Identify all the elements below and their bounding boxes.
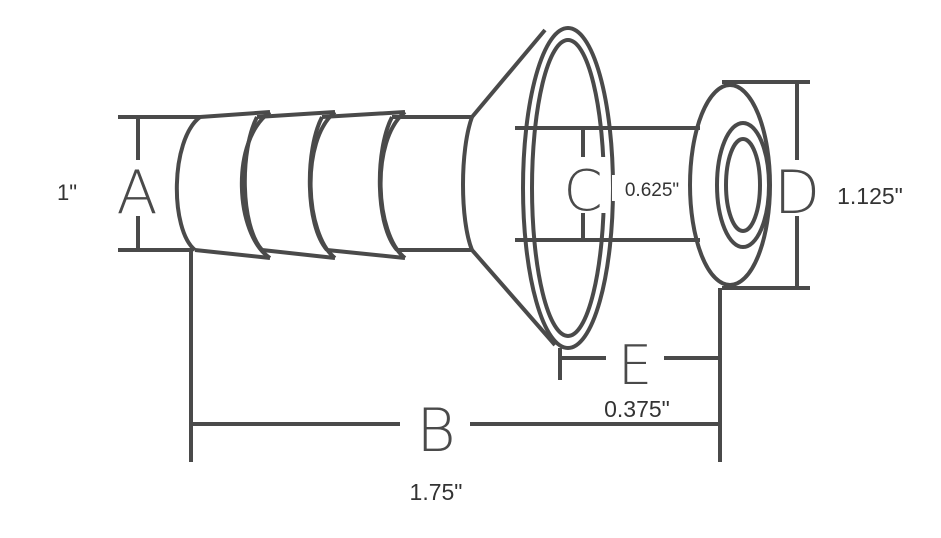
dimension-d: D 1.125": [722, 80, 903, 290]
dimension-e-letter: E: [618, 334, 652, 397]
dimension-b-letter: B: [416, 396, 455, 466]
tube-c: C 0.625": [515, 126, 700, 242]
dimension-c-letter: C: [563, 159, 602, 224]
dimension-e: E 0.375": [558, 334, 720, 422]
dimension-d-value: 1.125": [837, 183, 903, 209]
dimension-a: A 1": [57, 115, 200, 252]
dimension-e-value: 0.375": [604, 396, 670, 422]
dimension-a-value: 1": [57, 180, 77, 205]
dimension-c-value: 0.625": [625, 180, 679, 201]
end-ring: [688, 83, 772, 287]
dimension-b: B 1.75": [189, 250, 722, 505]
dimension-d-letter: D: [774, 158, 820, 228]
dimension-a-letter: A: [116, 158, 157, 228]
dimension-b-value: 1.75": [410, 479, 463, 505]
barb-body: [174, 110, 474, 260]
